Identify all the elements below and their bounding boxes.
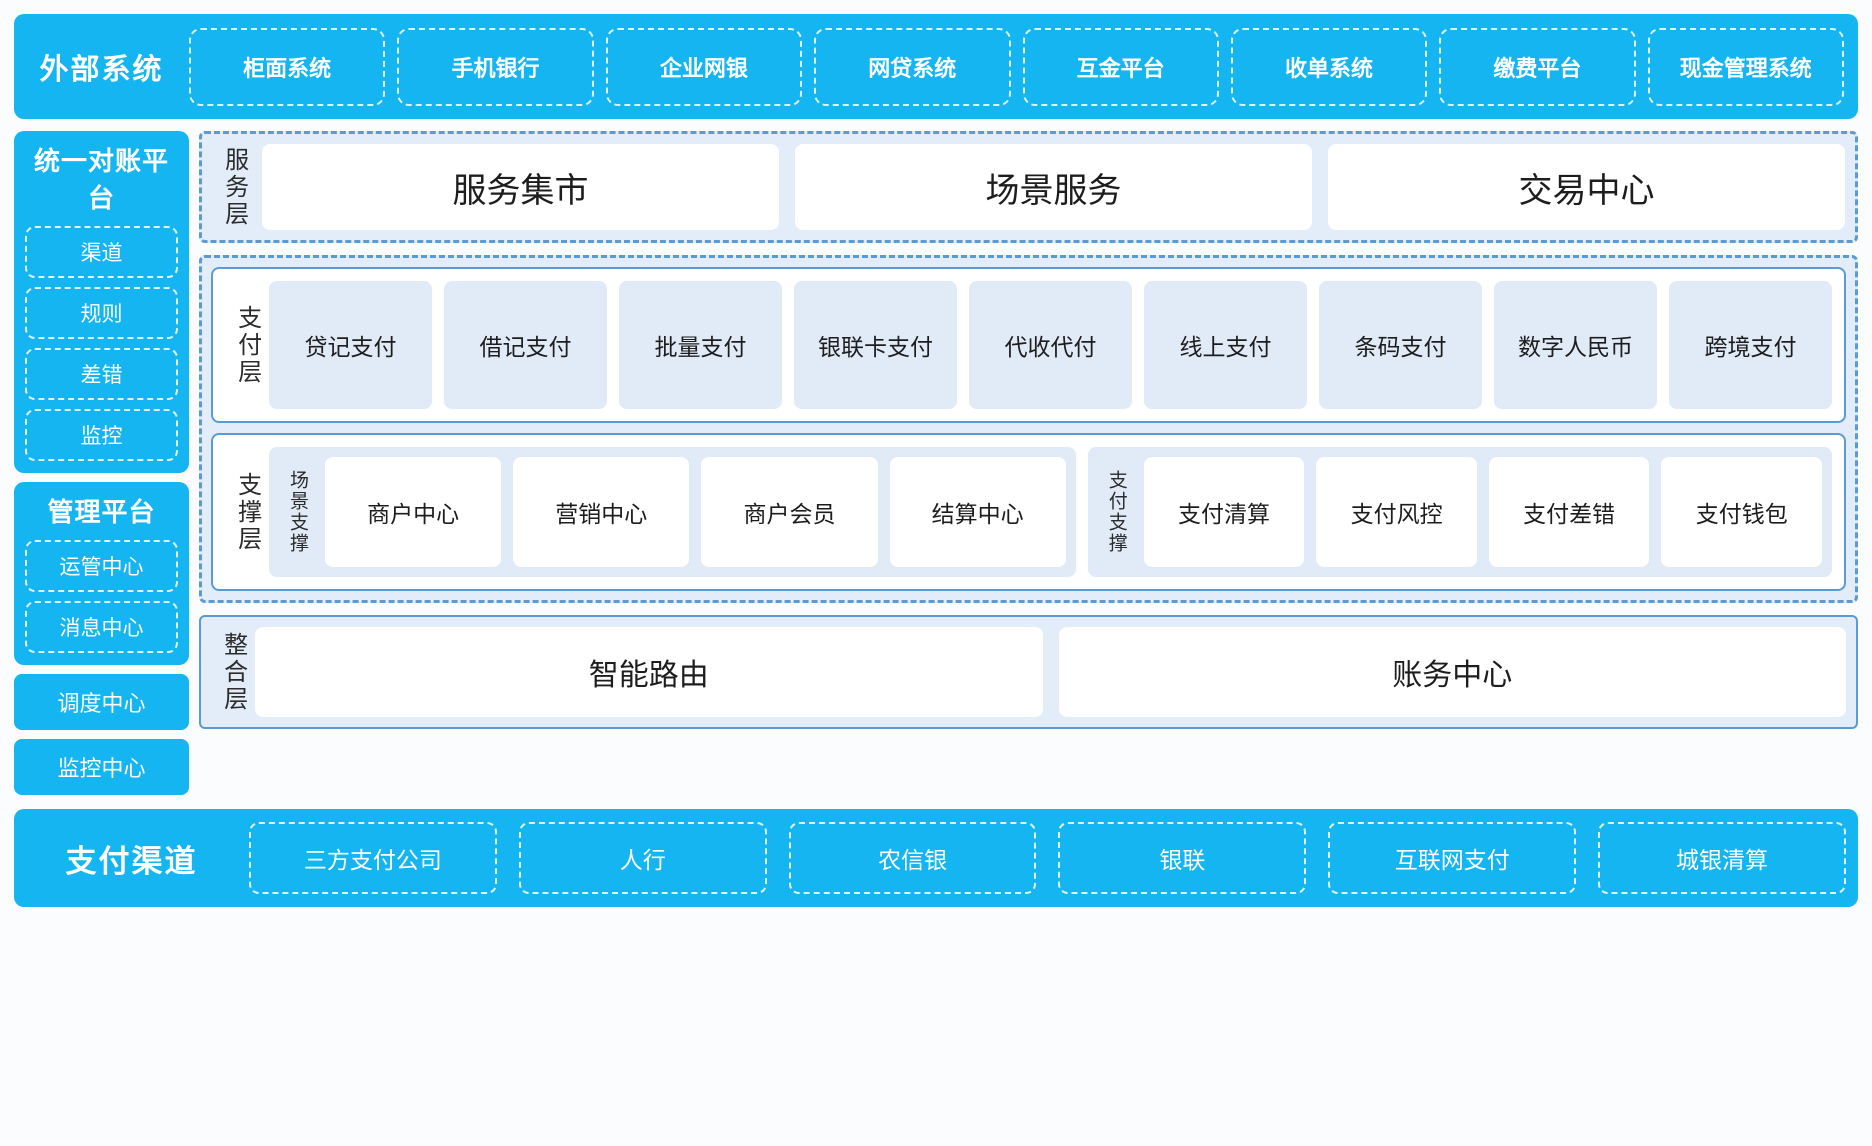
support-group-payment-label: 支付支撑 [1105, 470, 1127, 554]
external-system-item[interactable]: 现金管理系统 [1647, 27, 1844, 106]
reconciliation-platform-panel: 统一对账平台 渠道 规则 差错 监控 [14, 131, 189, 473]
left-sidebar: 统一对账平台 渠道 规则 差错 监控 管理平台 运管中心 消息中心 调度中心 监… [14, 131, 189, 795]
support-card-payment-wallet[interactable]: 支付钱包 [1661, 457, 1822, 567]
service-card-scenario[interactable]: 场景服务 [795, 144, 1312, 230]
payment-channels-title: 支付渠道 [65, 843, 198, 879]
payment-item-cross-border[interactable]: 跨境支付 [1669, 281, 1832, 409]
reconciliation-item-error[interactable]: 差错 [25, 348, 178, 400]
external-system-item[interactable]: 缴费平台 [1439, 27, 1636, 106]
support-layer-groups: 场景支撑 商户中心 营销中心 商户会员 结算中心 支付支撑 [269, 447, 1832, 577]
channel-item-unionpay[interactable]: 银联 [1058, 822, 1307, 894]
support-layer-box: 支撑层 场景支撑 商户中心 营销中心 商户会员 结算中心 [211, 433, 1846, 591]
reconciliation-item-rule[interactable]: 规则 [25, 287, 178, 339]
external-systems-bar: 外部系统 柜面系统 手机银行 企业网银 网贷系统 互金平台 收单系统 缴费平台 … [14, 14, 1858, 119]
external-system-item[interactable]: 收单系统 [1230, 27, 1428, 106]
payment-layer-list: 贷记支付 借记支付 批量支付 银联卡支付 代收代付 线上支付 条码支付 数字人民… [269, 281, 1832, 409]
external-system-item[interactable]: 网贷系统 [814, 27, 1011, 106]
reconciliation-item-channel[interactable]: 渠道 [25, 226, 178, 278]
support-card-settlement-center[interactable]: 结算中心 [889, 457, 1066, 567]
payment-item-barcode[interactable]: 条码支付 [1319, 281, 1482, 409]
payment-channels-bar: 支付渠道 三方支付公司 人行 农信银 银联 互联网支付 城银清算 [14, 809, 1858, 907]
external-system-item[interactable]: 手机银行 [397, 27, 594, 106]
service-layer-label: 服务层 [220, 146, 248, 228]
service-layer-list: 服务集市 场景服务 交易中心 [262, 144, 1845, 230]
management-platform-title: 管理平台 [47, 497, 156, 527]
support-card-payment-clearing[interactable]: 支付清算 [1143, 457, 1305, 567]
support-group-payment-list: 支付清算 支付风控 支付差错 支付钱包 [1143, 457, 1822, 567]
external-system-item[interactable]: 企业网银 [605, 27, 803, 106]
external-systems-list: 柜面系统 手机银行 企业网银 网贷系统 互金平台 收单系统 缴费平台 现金管理系… [189, 27, 1848, 106]
payment-item-credit[interactable]: 贷记支付 [269, 281, 432, 409]
payment-item-collection-payment[interactable]: 代收代付 [969, 281, 1132, 409]
payment-item-batch[interactable]: 批量支付 [619, 281, 782, 409]
support-layer-label: 支撑层 [233, 471, 261, 553]
management-platform-panel: 管理平台 运管中心 消息中心 [14, 482, 189, 665]
integration-card-accounting-center[interactable]: 账务中心 [1058, 627, 1846, 717]
support-card-payment-risk[interactable]: 支付风控 [1316, 457, 1477, 567]
management-item-message-center[interactable]: 消息中心 [25, 601, 178, 653]
channel-item-internet-payment[interactable]: 互联网支付 [1328, 822, 1577, 894]
service-card-transaction-center[interactable]: 交易中心 [1328, 144, 1845, 230]
reconciliation-item-monitor[interactable]: 监控 [25, 409, 178, 461]
payment-item-digital-rmb[interactable]: 数字人民币 [1494, 281, 1657, 409]
payment-channels-list: 三方支付公司 人行 农信银 银联 互联网支付 城银清算 [249, 822, 1846, 894]
payment-item-debit[interactable]: 借记支付 [444, 281, 607, 409]
channel-item-rcc-bank[interactable]: 农信银 [788, 822, 1037, 894]
channel-item-pboc[interactable]: 人行 [518, 822, 767, 894]
support-card-payment-error[interactable]: 支付差错 [1488, 457, 1650, 567]
external-systems-title: 外部系统 [39, 53, 164, 86]
scheduling-center-box[interactable]: 调度中心 [14, 674, 189, 730]
middle-area: 统一对账平台 渠道 规则 差错 监控 管理平台 运管中心 消息中心 调度中心 监… [14, 131, 1858, 795]
integration-card-smart-routing[interactable]: 智能路由 [255, 627, 1043, 717]
management-item-operations-center[interactable]: 运管中心 [25, 540, 178, 592]
payment-layer-box: 支付层 贷记支付 借记支付 批量支付 银联卡支付 代收代付 线上支付 条码支付 … [211, 267, 1846, 423]
support-card-merchant-member[interactable]: 商户会员 [701, 457, 878, 567]
support-group-scenario-label: 场景支撑 [286, 470, 308, 554]
integration-layer-label: 整合层 [219, 631, 247, 713]
service-layer-wrapper: 服务层 服务集市 场景服务 交易中心 [199, 131, 1858, 243]
reconciliation-platform-title: 统一对账平台 [33, 146, 169, 213]
support-card-merchant-center[interactable]: 商户中心 [325, 457, 502, 567]
support-group-scenario: 场景支撑 商户中心 营销中心 商户会员 结算中心 [269, 447, 1076, 577]
monitoring-center-box[interactable]: 监控中心 [14, 739, 189, 795]
layers-column: 服务层 服务集市 场景服务 交易中心 支付层 贷记支付 [199, 131, 1858, 729]
payment-support-wrapper: 支付层 贷记支付 借记支付 批量支付 银联卡支付 代收代付 线上支付 条码支付 … [199, 255, 1858, 603]
support-card-marketing-center[interactable]: 营销中心 [513, 457, 690, 567]
payment-item-unionpay-card[interactable]: 银联卡支付 [794, 281, 957, 409]
integration-layer-list: 智能路由 账务中心 [255, 627, 1846, 717]
support-group-scenario-list: 商户中心 营销中心 商户会员 结算中心 [325, 457, 1066, 567]
support-group-payment: 支付支撑 支付清算 支付风控 支付差错 支付钱包 [1087, 447, 1832, 577]
payment-layer-label: 支付层 [233, 304, 261, 386]
channel-item-city-bank-clearing[interactable]: 城银清算 [1598, 822, 1846, 894]
integration-layer-box: 整合层 智能路由 账务中心 [199, 615, 1858, 729]
payment-item-online[interactable]: 线上支付 [1144, 281, 1307, 409]
external-system-item[interactable]: 互金平台 [1022, 27, 1219, 106]
service-card-marketplace[interactable]: 服务集市 [262, 144, 779, 230]
channel-item-third-party[interactable]: 三方支付公司 [249, 822, 497, 894]
external-system-item[interactable]: 柜面系统 [189, 27, 386, 106]
